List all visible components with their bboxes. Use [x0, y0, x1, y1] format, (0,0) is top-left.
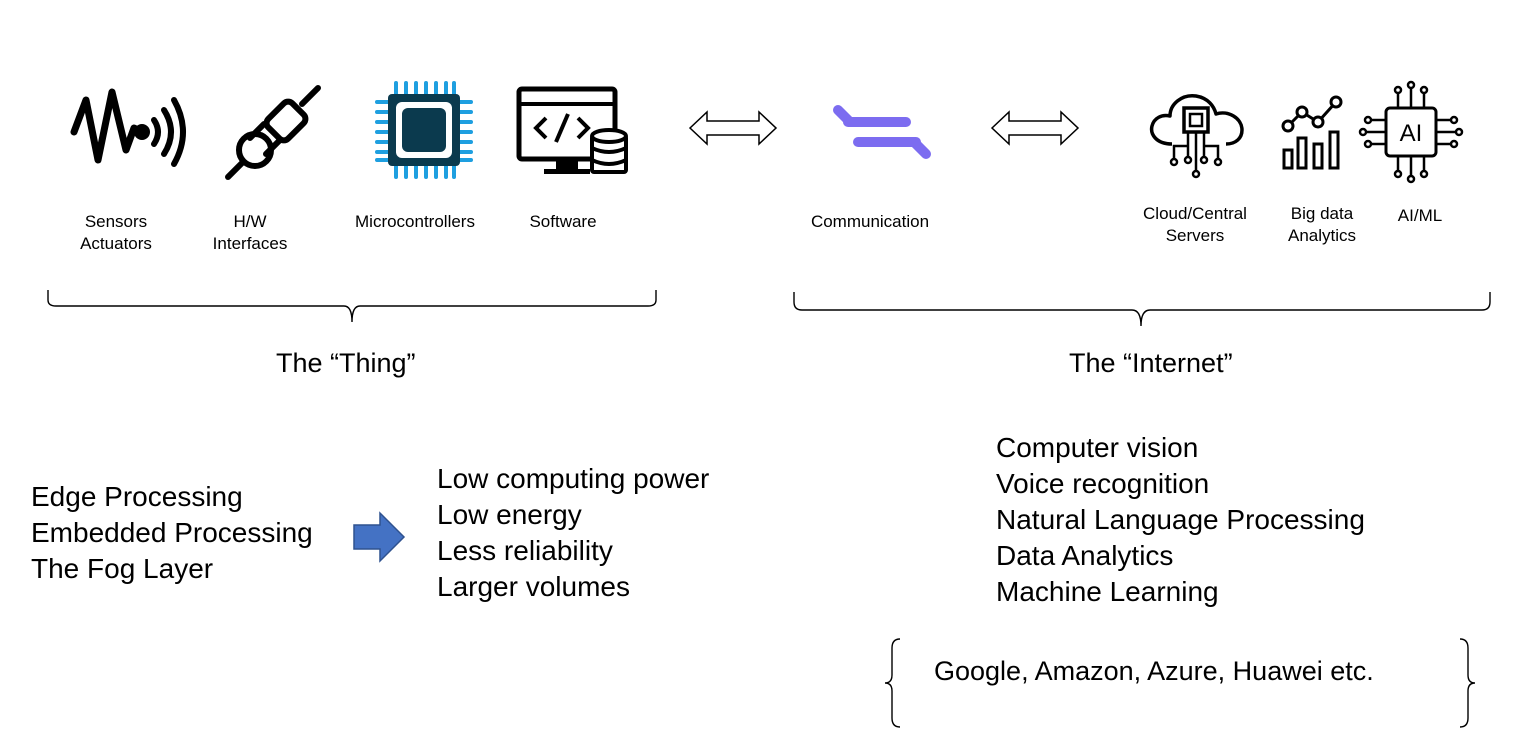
list-item: Computer vision — [996, 432, 1199, 463]
left-curly-brace — [884, 638, 904, 728]
list-item: Less reliability — [437, 535, 613, 566]
ai-chip-icon: AI — [1358, 80, 1464, 184]
internet-title: The “Internet” — [1069, 348, 1233, 378]
list-item: Data Analytics — [996, 540, 1174, 571]
list-item: Low energy — [437, 499, 582, 530]
thing-title: The “Thing” — [276, 348, 416, 378]
analytics-chart-icon — [1280, 92, 1346, 172]
edge-traits-list: Low computing power Low energy Less reli… — [437, 461, 709, 605]
communication-label: Communication — [810, 212, 930, 231]
list-item: Larger volumes — [437, 571, 630, 602]
edge-terms-list: Edge Processing Embedded Processing The … — [31, 479, 313, 587]
right-arrow-icon — [353, 511, 406, 563]
sensor-signal-icon — [68, 80, 186, 180]
exchange-arrows-icon — [833, 104, 931, 162]
internet-capabilities-list: Computer vision Voice recognition Natura… — [996, 430, 1365, 610]
thing-brace — [46, 288, 658, 324]
code-monitor-database-icon — [516, 86, 628, 178]
internet-label-ai-ml: AI/ML — [1397, 206, 1443, 225]
cloud-chip-icon — [1146, 86, 1246, 179]
list-item: The Fog Layer — [31, 553, 214, 584]
thing-label-microcontrollers: Microcontrollers — [355, 212, 475, 231]
thing-label-software: Software — [529, 212, 597, 231]
list-item: Voice recognition — [996, 468, 1210, 499]
list-item: Machine Learning — [996, 576, 1219, 607]
double-arrow-icon — [688, 110, 778, 146]
internet-brace — [792, 290, 1492, 328]
list-item: Embedded Processing — [31, 517, 313, 548]
microchip-icon — [374, 80, 474, 180]
right-curly-brace — [1456, 638, 1476, 728]
plug-icon — [220, 82, 325, 182]
list-item: Low computing power — [437, 463, 710, 494]
list-item: Edge Processing — [31, 481, 243, 512]
list-item: Natural Language Processing — [996, 504, 1365, 535]
providers-text: Google, Amazon, Azure, Huawei etc. — [934, 656, 1374, 686]
double-arrow-icon — [990, 110, 1080, 146]
svg-text:AI: AI — [1400, 120, 1423, 147]
